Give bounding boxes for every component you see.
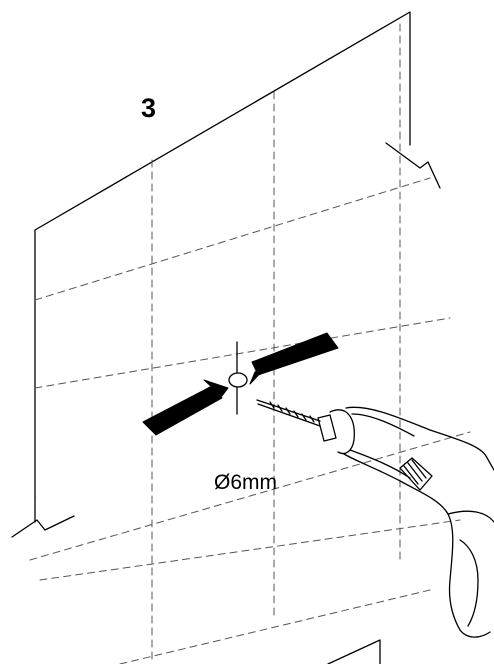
crosshair-mark-icon [228,341,248,415]
step-number: 3 [141,93,157,123]
guide-lines [29,23,471,664]
hole-diameter-label: Ø6mm [214,471,277,494]
power-drill-icon [256,399,494,638]
converging-arrows-icon [142,332,339,436]
wall-panel [11,11,441,664]
